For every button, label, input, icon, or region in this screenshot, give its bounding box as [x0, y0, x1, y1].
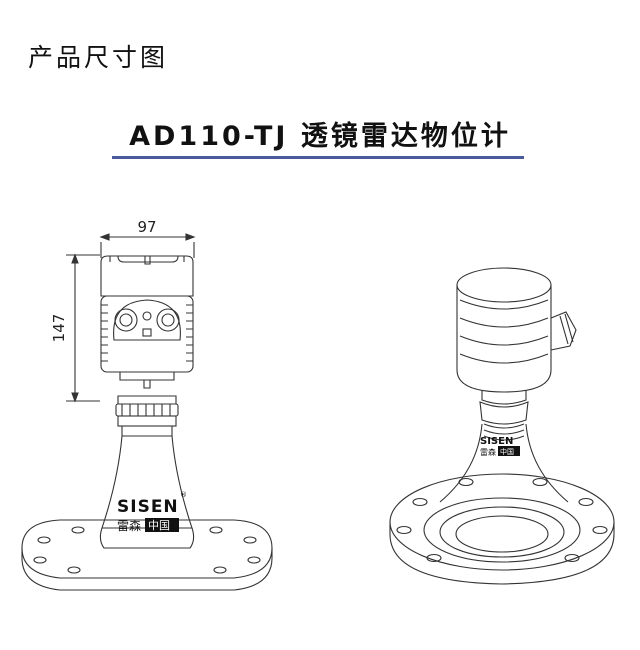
left-gland	[114, 308, 138, 332]
housing-cap	[100, 255, 194, 297]
brand-cn: 雷森	[117, 518, 141, 533]
width-dimension	[99, 233, 196, 258]
iso-brand-cn: 雷森	[480, 447, 496, 457]
brand-box: 中国	[148, 519, 170, 532]
iso-brand-name: SISEN	[480, 436, 513, 447]
title-underline	[112, 156, 524, 159]
height-dimension	[66, 253, 100, 403]
height-label: 147	[50, 314, 68, 343]
right-gland	[156, 308, 180, 332]
front-view-drawing	[21, 233, 273, 591]
registered-mark: ®	[180, 491, 187, 499]
width-label: 97	[137, 218, 156, 236]
housing-body	[100, 295, 194, 373]
section-heading: 产品尺寸图	[28, 43, 169, 72]
flange	[21, 519, 273, 591]
brand-name: SISEN	[117, 497, 179, 517]
iso-view-drawing	[389, 267, 615, 585]
iso-brand-box: 中国	[500, 447, 514, 456]
product-title: AD110-TJ 透镜雷达物位计	[129, 121, 511, 152]
